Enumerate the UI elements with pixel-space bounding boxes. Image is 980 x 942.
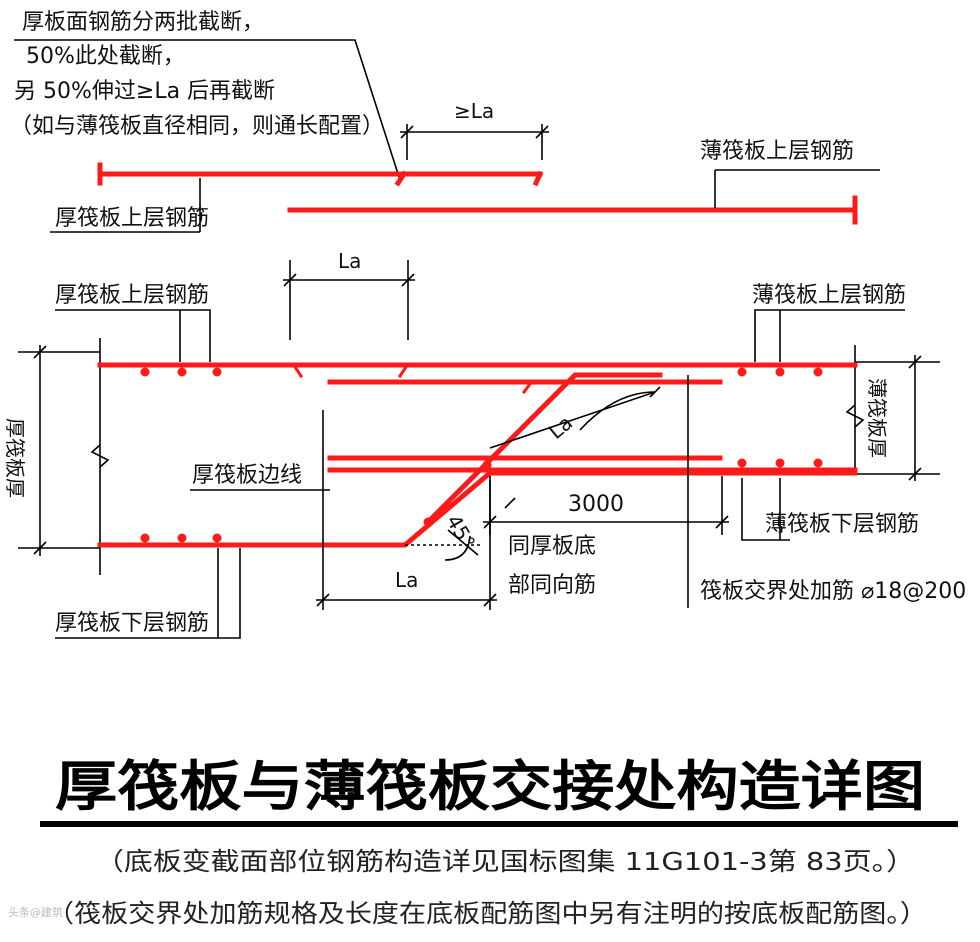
rebar-dot xyxy=(813,458,823,468)
thick-bottom-rebar xyxy=(97,470,858,548)
dim-tick xyxy=(908,355,922,369)
thick-plate-edge-label: 厚筏板边线 xyxy=(192,463,302,488)
watermark: 头条@建筑 xyxy=(8,905,63,919)
dim-tick xyxy=(649,386,661,398)
cutoff-note-line-1: 厚板面钢筋分两批截断， xyxy=(22,10,264,35)
thick-top-rebar-label: 厚筏板上层钢筋 xyxy=(55,283,209,308)
rebar-dot xyxy=(423,517,433,527)
cutoff-note-line-2: 50%此处截断， xyxy=(26,44,185,69)
dim-tick xyxy=(483,593,497,607)
leader-line xyxy=(447,529,479,556)
thick-plate-thickness-label: 厚筏板厚 xyxy=(3,418,27,498)
cutoff-detail xyxy=(14,39,880,233)
leader-line xyxy=(754,309,905,362)
drawing-title: 厚筏板与薄筏板交接处构造详图 xyxy=(55,755,925,818)
dim-3000: 3000 xyxy=(568,492,624,517)
rebar-dot xyxy=(212,367,222,377)
cutoff-note-line-4: （如与薄筏板直径相同，则通长配置） xyxy=(10,114,384,139)
dim-line-diagonal xyxy=(489,391,656,449)
labels: 厚板面钢筋分两批截断， 50%此处截断， 另 50%伸过≥La 后再截断 （如与… xyxy=(3,10,966,636)
dim-tick xyxy=(715,515,729,529)
dim-tick xyxy=(504,497,516,509)
cutoff-note-leader xyxy=(14,39,401,181)
rebar-dot xyxy=(737,458,747,468)
rebar-dot xyxy=(177,367,187,377)
dim-arc xyxy=(579,391,656,431)
angle-arc xyxy=(444,535,471,561)
rebar-dot xyxy=(482,460,492,470)
junction-extra-rebar-label: 筏板交界处加筋 ⌀18@200 xyxy=(700,579,966,604)
rebar-dot xyxy=(140,533,150,543)
rebar-cut-mark xyxy=(521,381,533,395)
rebar-dot xyxy=(775,367,785,377)
rebar-dot xyxy=(775,458,785,468)
dim-la-top: La xyxy=(338,249,361,273)
dim-angle-45: 45° xyxy=(442,511,481,554)
thin-top-rebar-label: 薄筏板上层钢筋 xyxy=(752,283,906,308)
rebar-dot xyxy=(737,367,747,377)
thin-plate-thickness-label: 薄筏板厚 xyxy=(865,378,889,458)
rebar-dot xyxy=(212,533,222,543)
note-line-2: （筏板交界处加筋规格及长度在底板配筋图中另有注明的按底板配筋图。） xyxy=(47,899,927,928)
thin-bottom-rebar-label: 薄筏板下层钢筋 xyxy=(765,512,919,537)
rebar-hook xyxy=(532,170,544,187)
dim-ge-la: ≥La xyxy=(454,99,494,123)
rebar-cut-mark xyxy=(292,364,304,379)
note-line-1: （底板变截面部位钢筋构造详见国标图集 11G101-3第 83页。） xyxy=(95,847,915,876)
same-as-bottom-line-2: 部同向筋 xyxy=(508,573,596,598)
section-detail xyxy=(18,260,940,639)
rebar-cut-mark xyxy=(394,170,408,187)
thick-top-rebar-upper-label: 厚筏板上层钢筋 xyxy=(55,206,209,231)
same-as-bottom-line-1: 同厚板底 xyxy=(508,534,596,559)
break-symbol xyxy=(90,444,110,468)
bent-bottom-rebar xyxy=(426,372,663,524)
leader-line xyxy=(55,548,241,639)
rebar-dot xyxy=(140,367,150,377)
dim-tick xyxy=(535,125,549,139)
leader-line xyxy=(55,309,211,362)
leader-line xyxy=(741,478,790,541)
dim-tick xyxy=(316,593,330,607)
break-symbol xyxy=(845,404,865,428)
thin-top-rebar-upper-label: 薄筏板上层钢筋 xyxy=(700,139,854,164)
rebar-dot xyxy=(813,367,823,377)
thick-bottom-rebar-label: 厚筏板下层钢筋 xyxy=(55,611,209,636)
dim-tick xyxy=(908,467,922,481)
dim-tick xyxy=(33,345,47,359)
dim-tick xyxy=(400,125,414,139)
dim-la-bottom: La xyxy=(395,568,418,592)
dim-la-diagonal: La xyxy=(544,410,577,443)
dim-tick xyxy=(401,273,415,287)
dim-tick xyxy=(33,541,47,555)
rebar-cut-mark xyxy=(397,364,409,379)
title-block: 厚筏板与薄筏板交接处构造详图 （底板变截面部位钢筋构造详见国标图集 11G101… xyxy=(8,755,958,928)
cutoff-note-line-3: 另 50%伸过≥La 后再截断 xyxy=(14,79,275,104)
dim-tick xyxy=(283,273,297,287)
rebar-dot xyxy=(177,533,187,543)
